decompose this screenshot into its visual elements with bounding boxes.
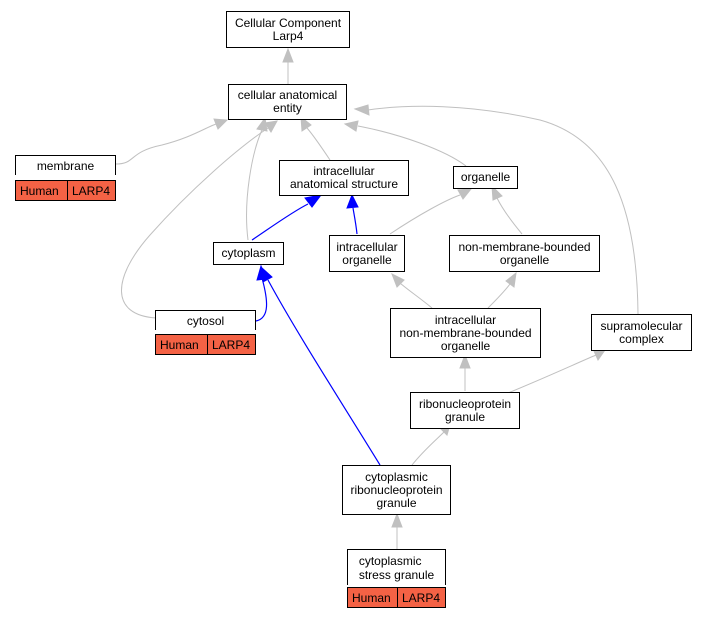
node-label: organelle [460, 170, 511, 184]
node-intracellular-anatomical-structure[interactable]: intracellular anatomical structure [279, 160, 409, 196]
node-label: intracellular anatomical structure [289, 164, 399, 191]
species-cell: Human [156, 335, 208, 354]
node-non-membrane-bounded-organelle[interactable]: non-membrane-bounded organelle [449, 235, 600, 272]
gene-cell: LARP4 [212, 337, 251, 352]
node-label: cytoplasm [221, 246, 276, 260]
node-cellular-component-larp4[interactable]: Cellular Component Larp4 [226, 11, 350, 48]
node-organelle[interactable]: organelle [453, 166, 518, 189]
node-ribonucleoprotein-granule[interactable]: ribonucleoprotein granule [410, 392, 520, 429]
node-cellular-anatomical-entity[interactable]: cellular anatomical entity [228, 84, 347, 120]
node-cytoplasmic-ribonucleoprotein-granule[interactable]: cytoplasmic ribonucleoprotein granule [342, 465, 451, 515]
node-cytoplasm[interactable]: cytoplasm [213, 242, 284, 265]
node-label: cytoplasmic stress granule [358, 553, 435, 582]
node-label: membrane [36, 158, 95, 173]
node-label: non-membrane-bounded organelle [458, 239, 591, 267]
node-intracellular-non-membrane-bounded-organelle[interactable]: intracellular non-membrane-bounded organ… [390, 308, 541, 358]
node-label: ribonucleoprotein granule [418, 396, 512, 424]
node-label: supramolecular complex [600, 318, 683, 346]
annotation-row: Human LARP4 [155, 334, 256, 355]
gene-cell: LARP4 [402, 590, 441, 605]
node-cytoplasmic-stress-granule[interactable]: cytoplasmic stress granule Human LARP4 [347, 549, 446, 608]
node-supramolecular-complex[interactable]: supramolecular complex [591, 314, 692, 351]
node-label: cytoplasmic ribonucleoprotein granule [350, 469, 443, 510]
node-label: Cellular Component Larp4 [234, 15, 342, 43]
node-title: cytoplasmic stress granule [347, 549, 446, 585]
node-membrane[interactable]: membrane Human LARP4 [15, 155, 116, 201]
annotation-row: Human LARP4 [15, 180, 116, 201]
node-cytosol[interactable]: cytosol Human LARP4 [155, 310, 256, 355]
node-label: intracellular non-membrane-bounded organ… [399, 312, 532, 353]
species-cell: Human [348, 588, 398, 607]
node-label: cellular anatomical entity [237, 88, 338, 115]
species-cell: Human [16, 181, 68, 200]
node-intracellular-organelle[interactable]: intracellular organelle [329, 235, 405, 272]
node-label: cytosol [186, 313, 225, 328]
annotation-row: Human LARP4 [347, 587, 446, 608]
gene-cell: LARP4 [72, 183, 111, 198]
node-title: cytosol [155, 310, 256, 330]
node-title: membrane [15, 155, 116, 175]
node-label: intracellular organelle [336, 239, 398, 267]
